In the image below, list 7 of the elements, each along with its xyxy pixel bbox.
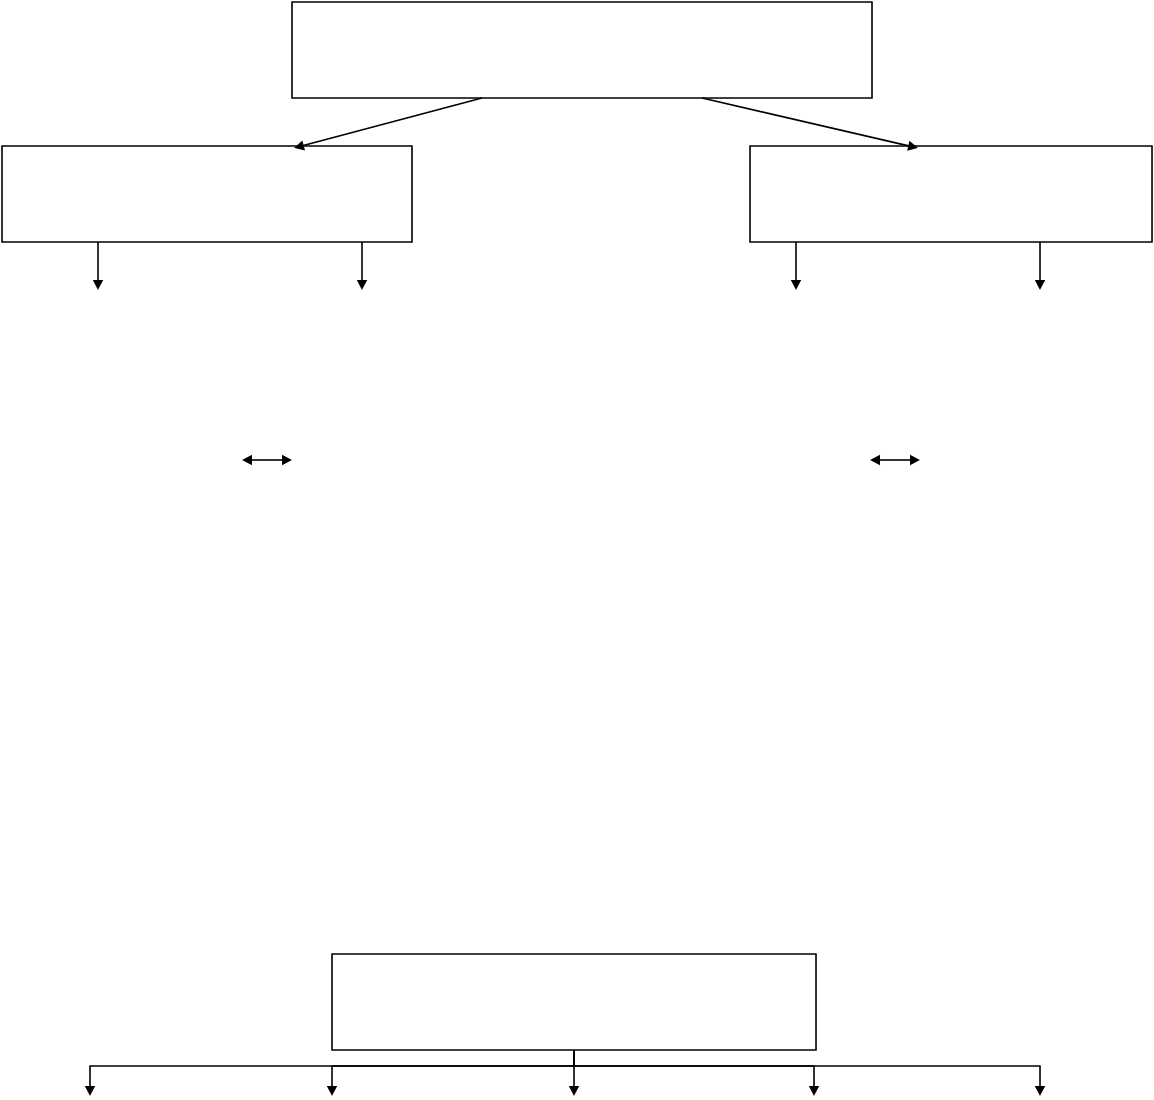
arrow [294, 97, 483, 151]
box [1, 145, 413, 243]
box [749, 145, 1153, 243]
arrow [573, 1049, 1046, 1096]
box [331, 953, 817, 1051]
arrow [701, 97, 918, 151]
box [291, 1, 873, 99]
